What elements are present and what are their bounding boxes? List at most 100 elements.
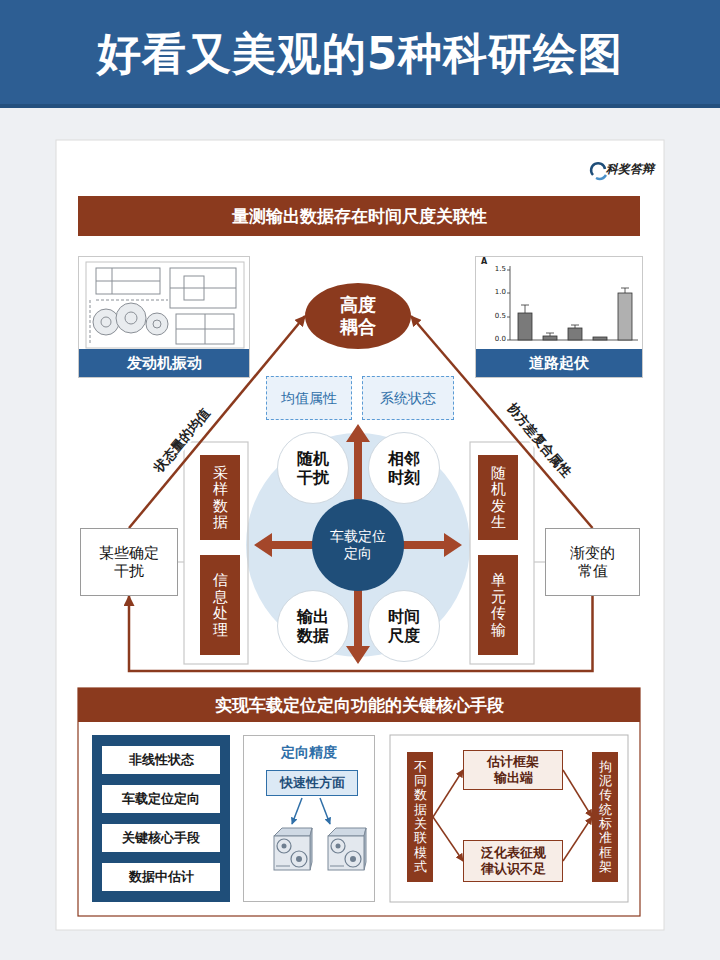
engine-drawing bbox=[90, 300, 91, 344]
machine-image bbox=[274, 828, 312, 870]
engine-drawing bbox=[116, 303, 146, 333]
list-box: 车载定位定向 bbox=[102, 785, 220, 813]
core-ellipse: 高度耦合 bbox=[305, 283, 411, 349]
list-box-text: 数据中估计 bbox=[129, 869, 194, 885]
source-box-text: 渐变的常值 bbox=[568, 544, 618, 580]
image-panel-text: 发动机振动 bbox=[79, 349, 249, 377]
connector bbox=[129, 596, 593, 671]
bar-chart bbox=[550, 333, 551, 336]
bar-chart bbox=[618, 293, 632, 340]
page-title: 好看又美观的5种科研绘图 bbox=[0, 0, 720, 108]
core-ellipse-text: 高度耦合 bbox=[337, 294, 378, 337]
vertical-box: 拘泥传统标准框架 bbox=[592, 752, 618, 882]
factor-circle-text: 输出数据 bbox=[295, 607, 330, 645]
machine-image bbox=[328, 828, 366, 870]
engine-drawing bbox=[184, 276, 204, 300]
factor-circle: 随机干扰 bbox=[277, 432, 349, 504]
column-frame bbox=[534, 561, 545, 562]
process-box: 估计框架输出端 bbox=[463, 750, 563, 790]
engine-drawing bbox=[170, 268, 236, 308]
engine-drawing bbox=[153, 320, 161, 328]
list-box-text: 非线性状态 bbox=[129, 752, 194, 768]
speed-box-text: 快速性方面 bbox=[280, 775, 345, 791]
bar-chart bbox=[507, 340, 510, 341]
attribute-box: 均值属性 bbox=[266, 376, 352, 420]
section-band: 实现车载定位定向功能的关键核心手段 bbox=[78, 688, 640, 722]
axis-tick: 1.5 bbox=[490, 266, 506, 274]
engine-drawing bbox=[146, 313, 168, 335]
engine-drawing bbox=[170, 288, 236, 289]
column-frame bbox=[184, 442, 248, 664]
split-arrows bbox=[320, 798, 330, 824]
vertical-box-text: 拘泥传统标准框架 bbox=[599, 760, 612, 874]
bar-chart bbox=[571, 325, 579, 326]
image-panel-text: 道路起伏 bbox=[476, 349, 642, 377]
engine-drawing bbox=[93, 309, 119, 335]
factor-circle: 相邻时刻 bbox=[368, 432, 440, 504]
process-box-text: 泛化表征规律认识不足 bbox=[479, 845, 547, 876]
list-box: 关键核心手段 bbox=[102, 824, 220, 852]
vertical-box: 单元传输 bbox=[478, 555, 518, 655]
source-box: 渐变的常值 bbox=[545, 528, 640, 596]
hub-node-text: 车载定位定向 bbox=[327, 528, 389, 562]
engine-drawing bbox=[125, 312, 137, 324]
title-banner bbox=[0, 0, 720, 108]
engine-drawing bbox=[205, 314, 206, 344]
hub-node: 车载定位定向 bbox=[312, 499, 404, 591]
connector bbox=[563, 817, 592, 861]
blue-panel bbox=[92, 735, 230, 902]
connector bbox=[433, 817, 463, 861]
split-arrows bbox=[292, 798, 302, 824]
column-frame bbox=[178, 561, 184, 562]
axis-tick: 1.0 bbox=[490, 289, 506, 297]
factor-circle-text: 相邻时刻 bbox=[386, 449, 421, 487]
bar-chart bbox=[625, 288, 626, 293]
engine-drawing bbox=[176, 314, 234, 344]
bar-chart bbox=[507, 270, 510, 271]
bar-chart bbox=[543, 336, 557, 340]
vertical-box: 不同数据关联模式 bbox=[407, 752, 433, 882]
vertical-box: 随机发生 bbox=[478, 455, 518, 540]
bar-chart bbox=[507, 293, 510, 294]
bar-chart bbox=[546, 333, 554, 334]
bar-chart bbox=[507, 317, 510, 318]
vertical-box-text: 采样数据 bbox=[213, 465, 228, 531]
bar-chart bbox=[510, 266, 511, 340]
vertical-box-text: 不同数据关联模式 bbox=[414, 760, 427, 874]
logo-icon bbox=[591, 163, 605, 175]
engine-drawing bbox=[96, 281, 160, 282]
engine-drawing bbox=[112, 268, 113, 294]
image-panel: 发动机振动 bbox=[78, 256, 250, 378]
process-box-text: 估计框架输出端 bbox=[484, 754, 541, 785]
vertical-box-text: 信息处理 bbox=[213, 572, 228, 638]
vertical-box: 采样数据 bbox=[200, 455, 240, 540]
list-box: 数据中估计 bbox=[102, 863, 220, 891]
engine-drawing bbox=[101, 317, 111, 327]
connector bbox=[433, 770, 463, 817]
source-box-text: 某些确定干扰 bbox=[97, 544, 162, 580]
list-box-text: 车载定位定向 bbox=[122, 791, 200, 807]
vertical-box-text: 单元传输 bbox=[491, 572, 506, 638]
vertical-box: 信息处理 bbox=[200, 555, 240, 655]
attribute-box-text: 系统状态 bbox=[380, 390, 436, 407]
bar-chart bbox=[518, 313, 532, 340]
engine-drawing bbox=[96, 300, 168, 301]
engine-drawing bbox=[86, 262, 244, 348]
factor-circle-text: 时间尺度 bbox=[386, 607, 421, 645]
bar-chart bbox=[568, 328, 582, 340]
card bbox=[56, 140, 664, 930]
panel-letter: A bbox=[481, 258, 487, 267]
banner-edge bbox=[0, 104, 720, 108]
bar-chart bbox=[507, 266, 638, 340]
bar-chart bbox=[521, 305, 529, 306]
list-box-text: 关键核心手段 bbox=[122, 830, 200, 846]
axis-tick: 0.5 bbox=[490, 313, 506, 321]
section-band-text: 实现车载定位定向功能的关键核心手段 bbox=[215, 695, 504, 715]
speed-box: 快速性方面 bbox=[266, 770, 358, 796]
factor-circle: 时间尺度 bbox=[368, 590, 440, 662]
process-box: 泛化表征规律认识不足 bbox=[463, 840, 563, 882]
brand-logo: 科奖答辩 bbox=[606, 163, 654, 176]
engine-drawing bbox=[96, 268, 160, 294]
factor-circle: 输出数据 bbox=[277, 590, 349, 662]
